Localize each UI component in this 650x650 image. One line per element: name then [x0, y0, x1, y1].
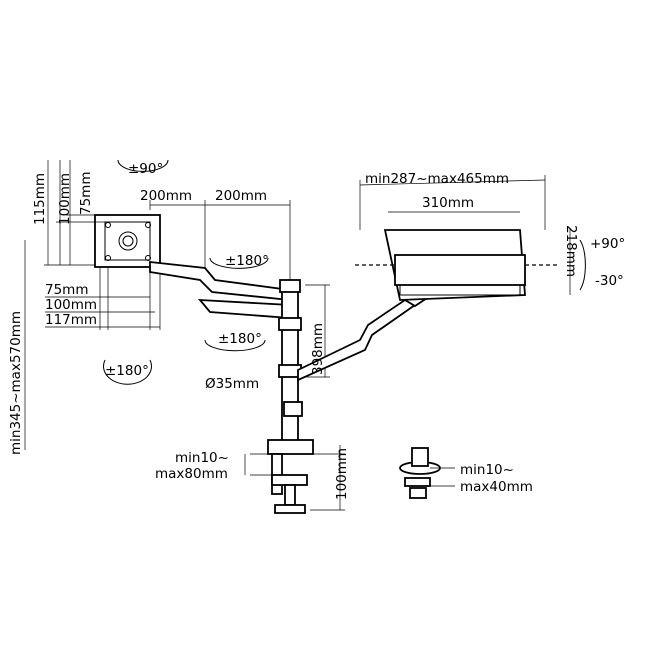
label-tray-310: 310mm	[422, 195, 474, 211]
label-vesa-117-h: 117mm	[45, 312, 97, 328]
grommet-mount	[399, 447, 455, 499]
label-pole-diameter: Ø35mm	[205, 376, 259, 392]
arm-upper-left	[149, 200, 291, 319]
label-tilt-monitor: ±90°	[128, 161, 163, 177]
label-tray-minus30: -30°	[595, 273, 624, 289]
label-grommet-min: min10~	[460, 462, 514, 478]
label-pole-398: 398mm	[310, 323, 326, 375]
label-tray-range: min287~max465mm	[365, 171, 509, 187]
desk-clamp	[244, 439, 345, 514]
label-vesa-75-h: 75mm	[45, 282, 88, 298]
label-tray-plus90: +90°	[590, 236, 625, 252]
label-vesa-75-v: 75mm	[78, 172, 94, 215]
laptop-tray	[355, 175, 571, 301]
label-height-range: min345~max570mm	[8, 311, 24, 455]
label-vesa-100-v: 100mm	[57, 173, 73, 225]
rotation-arrows	[103, 159, 586, 385]
label-tray-218: 218mm	[563, 225, 579, 277]
label-clamp-max: max80mm	[155, 466, 228, 482]
label-clamp-min: min10~	[175, 450, 229, 466]
label-rot-180-a: ±180°	[225, 253, 269, 269]
label-vesa-115: 115mm	[32, 173, 48, 225]
label-rot-180-b: ±180°	[218, 331, 262, 347]
label-grommet-max: max40mm	[460, 479, 533, 495]
label-arm-200-a: 200mm	[140, 188, 192, 204]
label-arm-200-b: 200mm	[215, 188, 267, 204]
vesa-plate	[44, 160, 161, 330]
label-rot-180-c: ±180°	[105, 363, 149, 379]
label-vesa-100-h: 100mm	[45, 297, 97, 313]
label-base-100: 100mm	[334, 448, 350, 500]
